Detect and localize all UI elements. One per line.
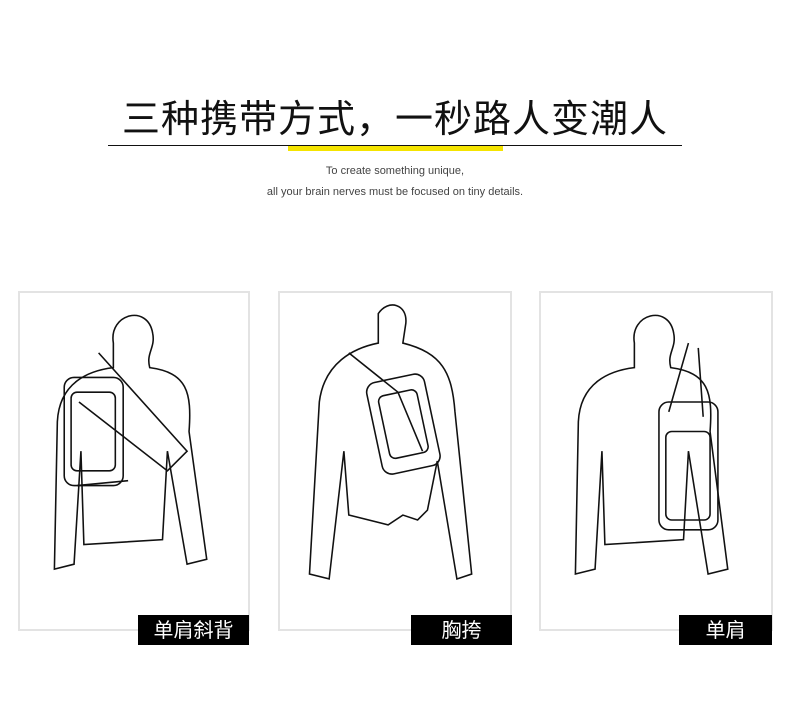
subtitle-line-2: all your brain nerves must be focused on… [266, 186, 524, 198]
page-title: 三种携带方式，一秒路人变潮人 [121, 97, 668, 141]
accent-bar [288, 146, 503, 151]
carry-mode-panel-shoulder [539, 291, 773, 631]
carry-mode-label-crossbody: 单肩斜背 [138, 615, 249, 645]
carry-mode-label-chest: 胸挎 [411, 615, 512, 645]
carry-mode-panel-chest [278, 291, 512, 631]
mannequin-chest-illustration [308, 304, 473, 580]
subtitle-line-1: To create something unique, [325, 165, 465, 177]
divider [108, 145, 682, 146]
carry-mode-label-shoulder: 单肩 [679, 615, 772, 645]
mannequin-shoulder-illustration [574, 314, 729, 576]
mannequin-crossbody-illustration [53, 314, 208, 571]
carry-mode-panel-crossbody [18, 291, 250, 631]
